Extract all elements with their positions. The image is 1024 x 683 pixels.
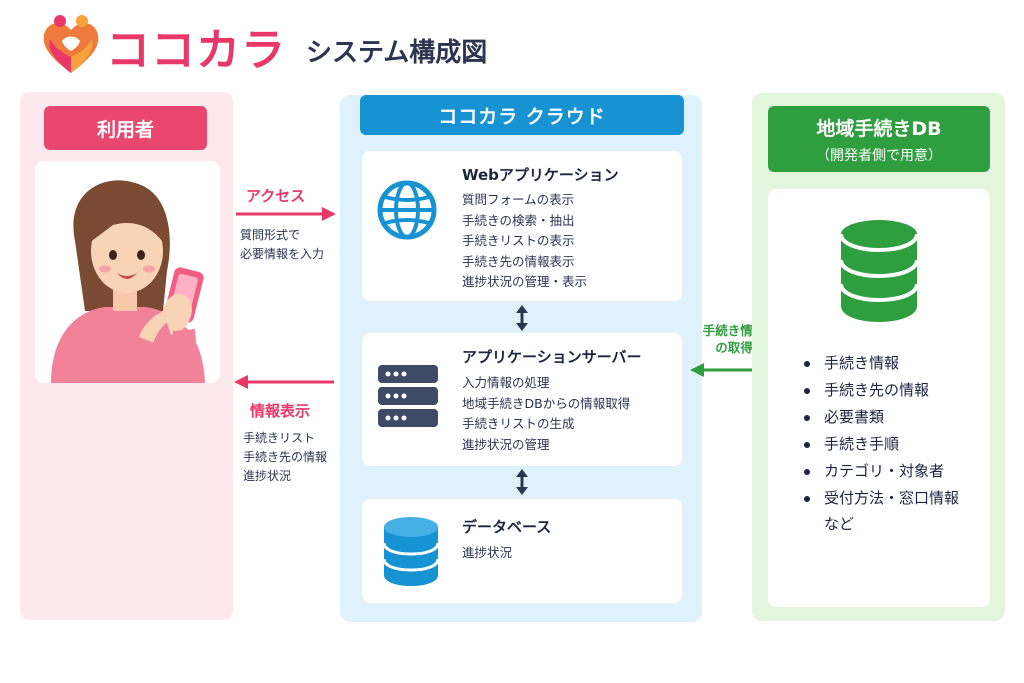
database-icon (839, 220, 919, 322)
note-line: 手続きリスト (243, 431, 316, 445)
application-server-features: 入力情報の処理 地域手続きDBからの情報取得 手続きリストの生成 進捗状況の管理 (462, 373, 630, 455)
user-panel-title-text: 利用者 (96, 118, 154, 141)
user-illustration-frame (35, 161, 220, 383)
heart-people-logo-icon (43, 15, 99, 73)
note-line: 必要情報を入力 (240, 247, 325, 261)
list-item: 手続き情報 (804, 350, 959, 377)
access-arrow (236, 207, 336, 221)
access-label: アクセス (246, 187, 306, 205)
list-item: カテゴリ・対象者 (804, 458, 959, 485)
note-line: 質問形式で (240, 228, 301, 242)
database-features: 進捗状況 (462, 543, 512, 564)
feature-line: 手続きの検索・抽出 (462, 212, 575, 228)
list-item: 手続き手順 (804, 431, 959, 458)
fetch-label-line: 手続き情報 (702, 323, 766, 338)
database-box: データベース 進捗状況 (362, 499, 682, 603)
fetch-label-line: の取得 (715, 340, 753, 355)
database-title: データベース (462, 518, 552, 536)
display-notes: 手続きリスト 手続き先の情報 進捗状況 (243, 429, 327, 486)
regional-db-title-text: 地域手続きDB (816, 117, 942, 140)
web-application-features: 質問フォームの表示 手続きの検索・抽出 手続きリストの表示 手続き先の情報表示 … (462, 190, 587, 293)
list-item: 受付方法・窓口情報 (804, 485, 959, 512)
fetch-label: 手続き情報 の取得 (692, 322, 776, 356)
header: ココカラ システム構成図 (38, 10, 487, 82)
regional-db-title: 地域手続きDB （開発者側で用意） (768, 106, 990, 172)
display-label: 情報表示 (250, 402, 311, 420)
app-db-bidirectional-arrow (516, 469, 528, 495)
feature-line: 入力情報の処理 (462, 375, 550, 390)
feature-line: 進捗状況 (462, 545, 513, 560)
globe-icon (377, 180, 437, 240)
user-panel-title: 利用者 (44, 106, 207, 150)
server-icon (378, 365, 438, 427)
cloud-panel-title-text: ココカラ クラウド (438, 105, 606, 128)
brand-name: ココカラ (106, 25, 286, 76)
feature-line: 手続き先の情報表示 (462, 253, 575, 269)
web-app-bidirectional-arrow (516, 305, 528, 331)
application-server-title: アプリケーションサーバー (462, 348, 642, 366)
list-item: 必要書類 (804, 404, 959, 431)
cloud-panel-title: ココカラ クラウド (360, 95, 684, 135)
regional-db-etc: など (824, 515, 855, 533)
woman-with-smartphone-illustration (51, 180, 205, 383)
feature-line: 手続きリストの生成 (462, 416, 575, 431)
page-title: システム構成図 (306, 37, 488, 68)
feature-line: 質問フォームの表示 (462, 192, 575, 207)
note-line: 進捗状況 (243, 469, 292, 483)
access-notes: 質問形式で 必要情報を入力 (240, 226, 324, 264)
web-application-box: Webアプリケーション 質問フォームの表示 手続きの検索・抽出 手続きリストの表… (362, 151, 682, 301)
feature-line: 手続きリストの表示 (462, 233, 575, 248)
database-icon (382, 517, 440, 586)
web-application-title: Webアプリケーション (462, 166, 619, 184)
regional-db-item-list: 手続き情報 手続き先の情報 必要書類 手続き手順 カテゴリ・対象者 受付方法・窓… (804, 350, 959, 512)
regional-db-subtitle: （開発者側で用意） (816, 147, 942, 164)
application-server-box: アプリケーションサーバー 入力情報の処理 地域手続きDBからの情報取得 手続きリ… (362, 333, 682, 466)
list-item: 手続き先の情報 (804, 377, 959, 404)
feature-line: 進捗状況の管理・表示 (462, 274, 588, 289)
feature-line: 地域手続きDBからの情報取得 (462, 395, 631, 411)
note-line: 手続き先の情報 (243, 450, 328, 464)
feature-line: 進捗状況の管理 (462, 436, 550, 452)
display-arrow (234, 375, 334, 389)
